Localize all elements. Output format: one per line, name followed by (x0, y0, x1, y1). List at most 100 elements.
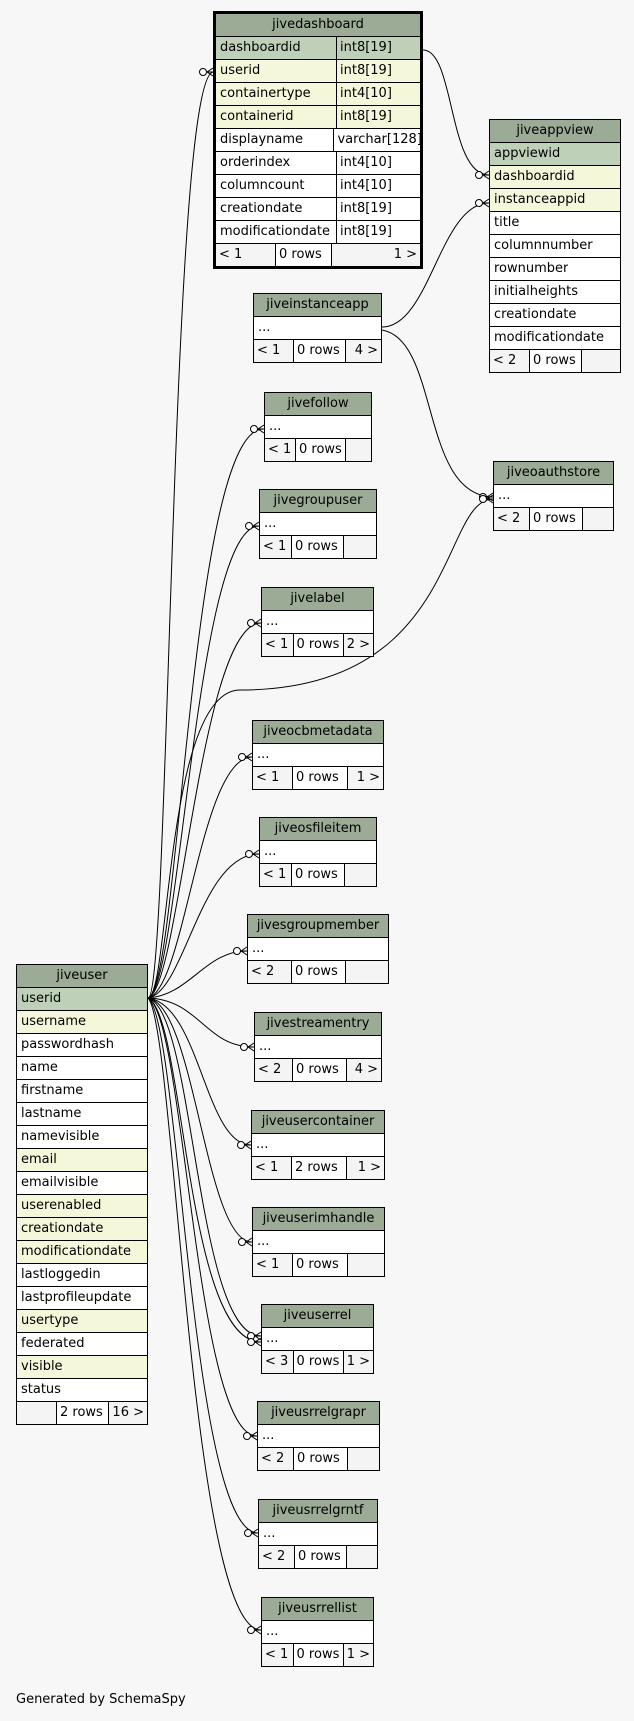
parents-link[interactable]: < 1 (216, 244, 276, 266)
table-title[interactable]: jivegroupuser (260, 490, 376, 513)
table-title[interactable]: jiveusrrellist (262, 1598, 373, 1621)
children-link[interactable] (348, 1254, 384, 1276)
column-row[interactable]: ... (262, 1328, 373, 1351)
column-row[interactable]: modificationdate (490, 327, 620, 350)
column-row[interactable]: username (17, 1011, 147, 1034)
children-link[interactable] (582, 350, 620, 372)
column-row[interactable]: ... (255, 1036, 381, 1059)
column-row[interactable]: lastloggedin (17, 1264, 147, 1287)
column-row[interactable]: ... (258, 1425, 379, 1448)
children-link[interactable]: 4 > (346, 340, 381, 362)
column-row[interactable]: ... (259, 1523, 377, 1546)
column-row[interactable]: visible (17, 1356, 147, 1379)
column-row[interactable]: email (17, 1149, 147, 1172)
column-row[interactable]: ... (260, 513, 376, 536)
table-title[interactable]: jiveusrrelgrntf (259, 1500, 377, 1523)
column-row[interactable]: lastname (17, 1103, 147, 1126)
children-link[interactable] (348, 1448, 379, 1470)
table-title[interactable]: jivestreamentry (255, 1013, 381, 1036)
parents-link[interactable]: < 1 (253, 1254, 293, 1276)
column-row[interactable]: ... (260, 841, 376, 864)
column-row[interactable]: ... (253, 1231, 384, 1254)
parents-link[interactable]: < 2 (259, 1546, 295, 1568)
children-link[interactable]: 16 > (109, 1402, 147, 1424)
parents-link[interactable]: < 2 (494, 508, 530, 530)
column-row[interactable]: ... (262, 611, 373, 634)
parents-link[interactable]: < 1 (252, 1157, 292, 1179)
children-link[interactable]: 1 > (343, 1644, 373, 1666)
table-title[interactable]: jiveusercontainer (252, 1111, 384, 1134)
children-link[interactable] (344, 536, 376, 558)
column-row[interactable]: ... (248, 938, 388, 961)
table-jiveappview[interactable]: jiveappview appviewid dashboardid instan… (489, 119, 621, 373)
table-title[interactable]: jivelabel (262, 588, 373, 611)
column-row[interactable]: instanceappid (490, 189, 620, 212)
column-row[interactable]: ... (254, 317, 381, 340)
children-link[interactable] (346, 961, 388, 983)
parents-link[interactable]: < 2 (255, 1059, 293, 1081)
table-title[interactable]: jiveappview (490, 120, 620, 143)
column-row[interactable]: firstname (17, 1080, 147, 1103)
children-link[interactable]: 1 > (347, 1157, 384, 1179)
column-row[interactable]: federated (17, 1333, 147, 1356)
parents-link[interactable]: < 1 (254, 340, 294, 362)
column-row[interactable]: ... (494, 485, 613, 508)
table-title[interactable]: jiveuserimhandle (253, 1208, 384, 1231)
table-title[interactable]: jiveusrrelgrapr (258, 1402, 379, 1425)
children-link[interactable]: 4 > (347, 1059, 381, 1081)
children-link[interactable]: 2 > (343, 634, 373, 656)
table-title[interactable]: jiveocbmetadata (253, 721, 383, 744)
parents-link[interactable]: < 2 (248, 961, 292, 983)
children-link[interactable] (346, 439, 371, 461)
parents-link[interactable]: < 1 (260, 536, 292, 558)
table-title[interactable]: jiveinstanceapp (254, 294, 381, 317)
column-row[interactable]: rownumber (490, 258, 620, 281)
table-jiveuser[interactable]: jiveuser userid username passwordhash na… (16, 964, 148, 1425)
table-title[interactable]: jiveuser (17, 965, 147, 988)
table-title[interactable]: jiveuserrel (262, 1305, 373, 1328)
column-row[interactable]: title (490, 212, 620, 235)
column-row[interactable]: usertype (17, 1310, 147, 1333)
children-link[interactable] (347, 1546, 377, 1568)
column-row[interactable]: initialheights (490, 281, 620, 304)
column-row[interactable]: status (17, 1379, 147, 1402)
children-link[interactable]: 1 > (348, 767, 383, 789)
column-row[interactable]: ... (252, 1134, 384, 1157)
column-row[interactable]: userid (17, 988, 147, 1011)
parents-link[interactable]: < 1 (262, 1644, 294, 1666)
column-row[interactable]: columnnumber (490, 235, 620, 258)
table-title[interactable]: jivefollow (265, 393, 371, 416)
column-row[interactable]: ... (253, 744, 383, 767)
column-row[interactable]: modificationdate (17, 1241, 147, 1264)
column-row[interactable]: userenabled (17, 1195, 147, 1218)
parents-link[interactable]: < 1 (262, 634, 294, 656)
column-row[interactable]: creationdate (490, 304, 620, 327)
children-link[interactable]: 1 > (343, 1351, 373, 1373)
column-row[interactable]: passwordhash (17, 1034, 147, 1057)
parents-link[interactable]: < 1 (260, 864, 292, 886)
parents-link[interactable]: < 2 (258, 1448, 294, 1470)
children-link[interactable] (345, 864, 376, 886)
parents-link[interactable]: < 2 (490, 350, 530, 372)
column-row[interactable]: lastprofileupdate (17, 1287, 147, 1310)
